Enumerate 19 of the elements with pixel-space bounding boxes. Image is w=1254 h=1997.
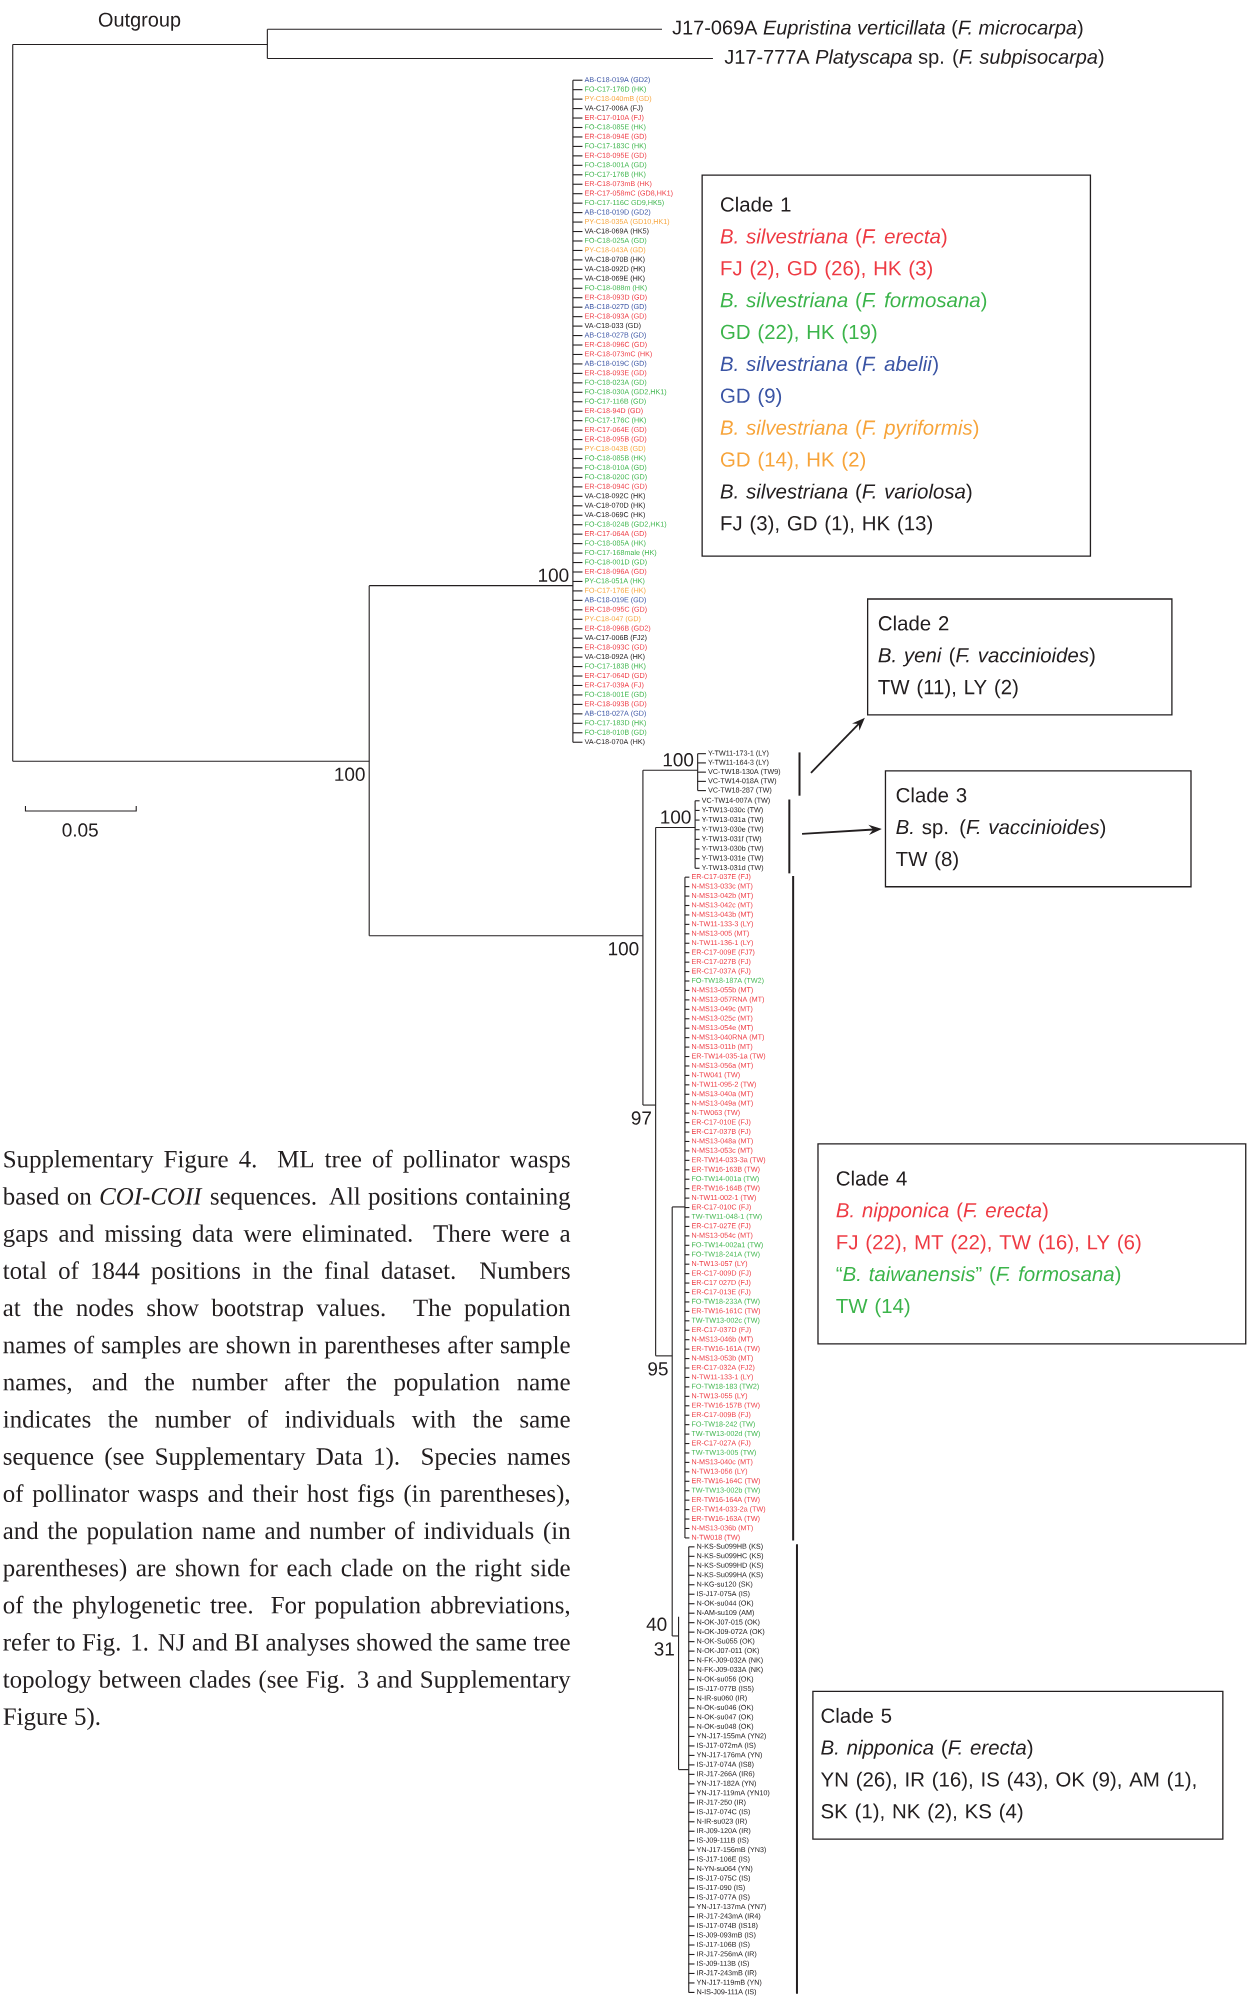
- clade-box: Clade 3 B. sp. (F. vaccinioides) TW (8): [884, 770, 1192, 888]
- clade-box: Clade 4 B. nipponica (F. erecta) FJ (22), MT (22), TW (16), LY (6) “B. taiwanensis” (F. formosana) TW (14): [817, 1143, 1247, 1345]
- bootstrap-value: 100: [335, 767, 365, 781]
- scale-label: 0.05: [62, 823, 98, 837]
- clade-box: Clade 1 B. silvestriana (F. erecta) FJ (2), GD (26), HK (3) B. silvestriana (F. formosana) GD (22), HK (19) B. silvestriana (F. abelii) GD (9) B. silvestriana (F. pyriformis) GD (14), HK (2) B. silvestriana (F. variolosa) FJ (3), GD (1), HK (13): [701, 174, 1092, 557]
- tip-label: J17-777A Platyscapa sp. (F. subpisocarpa): [724, 49, 1104, 68]
- outgroup-label: Outgroup: [98, 12, 181, 31]
- clade-box: Clade 2 B. yeni (F. vaccinioides) TW (11), LY (2): [867, 598, 1173, 716]
- clade-box: Clade 5 B. nipponica (F. erecta) YN (26), IR (16), IS (43), OK (9), AM (1), SK (1), NK (2), KS (4): [812, 1690, 1224, 1840]
- bootstrap-value: 100: [539, 568, 569, 582]
- bootstrap-value: 31: [654, 1642, 674, 1656]
- bootstrap-value: 40: [646, 1617, 667, 1631]
- tip-label: J17-069A Eupristina verticillata (F. microcarpa): [672, 20, 1083, 39]
- bootstrap-value: 100: [663, 753, 694, 767]
- caption: Supplementary Figure 4. ML tree of pollinator wasps based on COI-COII sequences. All positions containing gaps and missing data were eliminated. There were a total of 1844 positions in the final dataset. Numbers at the nodes show bootstrap values. The population names of samples are shown in parentheses after sample names, and the number after the population name indicates the number of individuals with the same sequence (see Supplementary Data 1). Species names of pollinator wasps and their host figs (in parentheses), and the population name and number of individuals (in parentheses) are shown for each clade on the right side of the phylogenetic tree. For population abbreviations, refer to Fig. 1. NJ and BI analyses showed the same tree topology between clades (see Fig. 3 and Supplementary Figure 5).: [2, 1149, 571, 1731]
- bootstrap-value: 100: [661, 810, 691, 824]
- bootstrap-value: 95: [648, 1362, 668, 1376]
- bootstrap-value: 97: [631, 1111, 651, 1125]
- bootstrap-value: 100: [609, 942, 639, 956]
